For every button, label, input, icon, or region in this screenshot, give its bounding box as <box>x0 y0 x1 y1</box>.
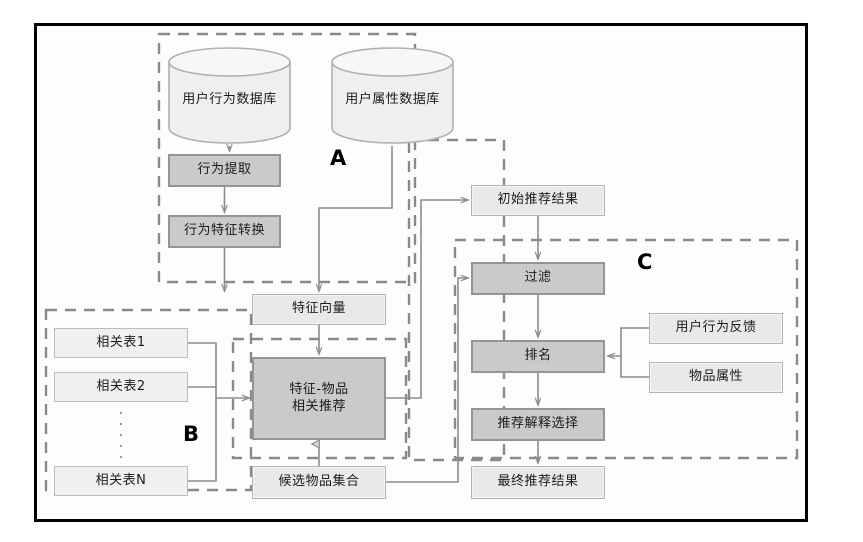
node-label: 相关表N <box>95 472 147 488</box>
node-recommend-explain-select[interactable]: 推荐解释选择 <box>471 408 605 441</box>
node-label: 候选物品集合 <box>278 474 360 490</box>
node-label: 排名 <box>524 348 552 364</box>
vertical-ellipsis-icon <box>120 412 122 458</box>
node-label: 最终推荐结果 <box>497 474 579 490</box>
db-user-attribute: 用户属性数据库 <box>330 46 455 144</box>
node-item-attribute[interactable]: 物品属性 <box>649 362 783 393</box>
node-feature-item-recommend[interactable]: 特征-物品 相关推荐 <box>252 357 386 440</box>
db-user-behavior: 用户行为数据库 <box>167 46 292 144</box>
node-filter[interactable]: 过滤 <box>471 262 605 295</box>
node-initial-recommend-result[interactable]: 初始推荐结果 <box>471 185 605 216</box>
node-final-recommend-result[interactable]: 最终推荐结果 <box>471 466 605 499</box>
node-related-table-2[interactable]: 相关表2 <box>54 372 188 402</box>
node-behavior-extraction[interactable]: 行为提取 <box>168 154 281 187</box>
node-label: 初始推荐结果 <box>497 192 579 208</box>
node-label: 行为特征转换 <box>183 223 265 239</box>
node-label: 特征-物品 相关推荐 <box>289 382 349 414</box>
group-label-b: B <box>183 422 200 446</box>
db-user-behavior-label: 用户行为数据库 <box>182 92 277 107</box>
node-label: 相关表1 <box>96 334 146 350</box>
node-candidate-item-set[interactable]: 候选物品集合 <box>252 466 386 499</box>
node-behavior-feature-transform[interactable]: 行为特征转换 <box>168 215 281 248</box>
node-label: 行为提取 <box>197 162 252 178</box>
node-ranking[interactable]: 排名 <box>471 340 605 373</box>
db-user-attribute-label: 用户属性数据库 <box>345 92 440 107</box>
group-label-a: A <box>330 146 347 170</box>
node-user-behavior-feedback[interactable]: 用户行为反馈 <box>649 313 783 344</box>
node-related-table-n[interactable]: 相关表N <box>54 466 188 496</box>
group-label-c: C <box>637 250 653 274</box>
node-label: 用户行为反馈 <box>675 320 757 336</box>
node-label: 推荐解释选择 <box>497 416 579 432</box>
node-label: 特征向量 <box>291 301 346 317</box>
node-label: 过滤 <box>524 270 552 286</box>
node-label: 物品属性 <box>688 369 743 385</box>
node-related-table-1[interactable]: 相关表1 <box>54 328 188 358</box>
node-feature-vector[interactable]: 特征向量 <box>252 294 386 325</box>
node-label: 相关表2 <box>96 378 146 394</box>
